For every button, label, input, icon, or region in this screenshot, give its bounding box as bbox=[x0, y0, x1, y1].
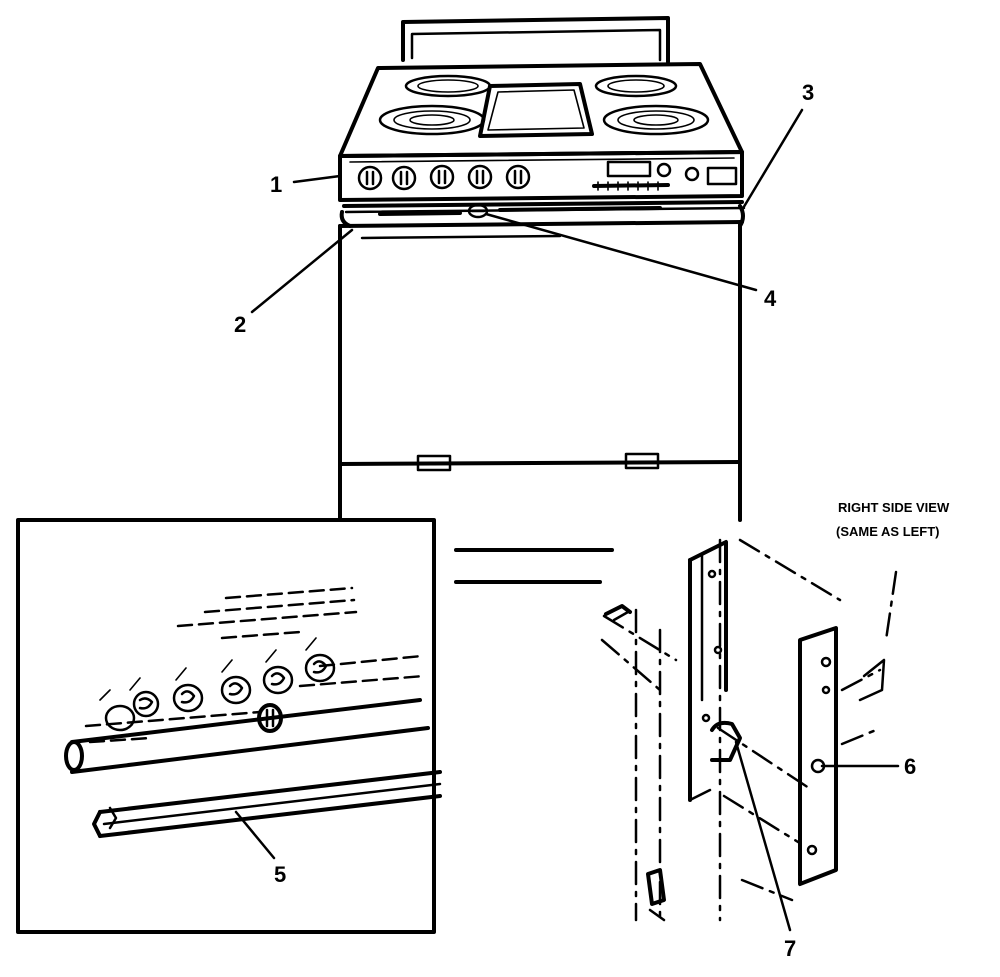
part-6-bracket bbox=[798, 626, 838, 886]
griddle-panel bbox=[478, 82, 594, 138]
part-2-trim bbox=[339, 210, 352, 228]
inset-frame bbox=[16, 518, 436, 934]
callout-labels: 1 2 3 4 5 6 7 bbox=[234, 80, 916, 961]
leader-7 bbox=[734, 740, 792, 932]
detail-inset bbox=[16, 518, 442, 934]
callout-1: 1 bbox=[270, 172, 282, 197]
part-7-bracket bbox=[688, 540, 742, 802]
leader-2 bbox=[250, 228, 354, 314]
callout-6: 6 bbox=[904, 754, 916, 779]
caption-line-1: RIGHT SIDE VIEW bbox=[838, 500, 950, 515]
right-side-view bbox=[600, 538, 898, 922]
side-view-caption: RIGHT SIDE VIEW (SAME AS LEFT) bbox=[836, 500, 950, 539]
leader-3 bbox=[740, 108, 804, 212]
callout-3: 3 bbox=[802, 80, 814, 105]
caption-line-2: (SAME AS LEFT) bbox=[836, 524, 940, 539]
control-panel bbox=[338, 150, 744, 202]
leader-5 bbox=[234, 810, 276, 860]
leader-lines bbox=[234, 108, 900, 932]
part-5-strip bbox=[92, 770, 442, 838]
leader-1 bbox=[292, 174, 342, 184]
callout-5: 5 bbox=[274, 862, 286, 887]
control-knobs bbox=[357, 164, 531, 191]
callout-4: 4 bbox=[764, 286, 777, 311]
inset-knobs bbox=[99, 637, 336, 733]
leader-4 bbox=[484, 212, 758, 292]
callout-2: 2 bbox=[234, 312, 246, 337]
part-4-screw bbox=[467, 203, 489, 219]
clock-timer bbox=[592, 160, 738, 191]
callout-7: 7 bbox=[784, 936, 796, 961]
range-appliance bbox=[338, 16, 746, 584]
